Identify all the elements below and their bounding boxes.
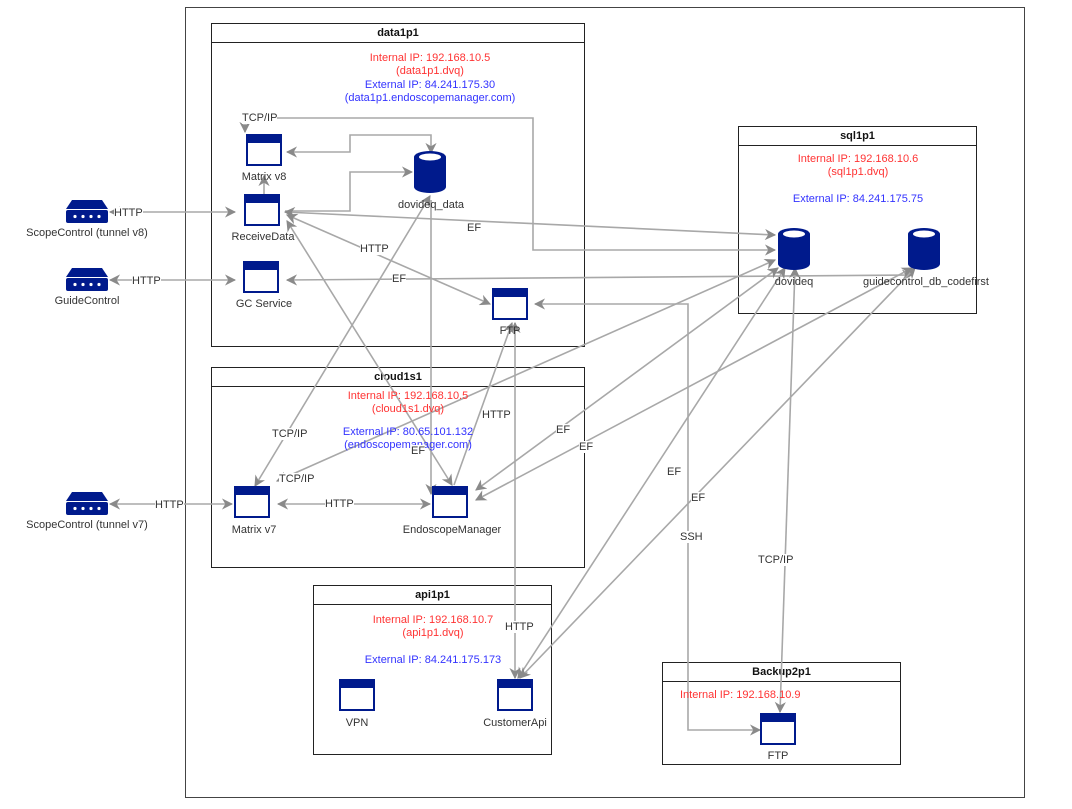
cloud1s1-external-ip: External IP: 80.65.101.132: [342, 426, 474, 438]
api1p1-external-ip: External IP: 84.241.175.173: [364, 654, 502, 666]
node-label: Matrix v7: [231, 524, 277, 536]
edge-label: EF: [411, 445, 426, 457]
router-label-scope-v8: ScopeControl (tunnel v8): [26, 227, 148, 239]
cloud1s1-external-host: (endoscopemanager.com): [344, 439, 472, 451]
router-icon: [66, 268, 108, 291]
edge-dovideqdata-matrixv8[interactable]: [285, 134, 437, 158]
node-label: GC Service: [235, 298, 293, 310]
data1p1-internal-host: (data1p1.dvq): [396, 65, 464, 77]
database-icon: [414, 151, 446, 193]
edge-label: HTTP: [155, 499, 184, 511]
data1p1-external-ip: External IP: 84.241.175.30: [364, 79, 496, 91]
edge-label: EF: [691, 492, 706, 504]
api1p1-internal-host: (api1p1.dvq): [402, 627, 464, 639]
sql1p1-internal-ip: Internal IP: 192.168.10.6: [797, 153, 919, 165]
database-icon: [908, 228, 940, 270]
node-customer-api[interactable]: [497, 679, 533, 711]
db-label-guidecontrol: guidecontrol_db_codefirst: [863, 276, 989, 288]
edge-label: TCP/IP: [279, 473, 315, 485]
sql1p1-external-ip: External IP: 84.241.175.75: [792, 193, 924, 205]
edge-label: TCP/IP: [272, 428, 308, 440]
node-label: EndoscopeManager: [402, 524, 502, 536]
node-matrix-v7[interactable]: [234, 486, 270, 518]
node-vpn[interactable]: [339, 679, 375, 711]
node-label: FTP: [499, 325, 521, 337]
node-label: CustomerApi: [483, 717, 547, 729]
node-label: VPN: [345, 717, 369, 729]
edge-tcpip-matrixv8-dovideq[interactable]: [239, 117, 777, 256]
db-label-dovideq: dovideq: [774, 276, 814, 288]
edge-customerapi-guidedb[interactable]: [519, 267, 916, 679]
edge-label: HTTP: [482, 409, 511, 421]
edge-receivedata-ftp[interactable]: [285, 213, 492, 306]
edge-receivedata-dovideq[interactable]: [283, 206, 777, 241]
group-title: sql1p1: [739, 127, 976, 146]
node-matrix-v8[interactable]: [246, 134, 282, 166]
node-endoscope-manager[interactable]: [432, 486, 468, 518]
edge-label: HTTP: [360, 243, 389, 255]
edge-label: HTTP: [132, 275, 161, 287]
router-label-guide-control: GuideControl: [54, 295, 120, 307]
edge-label: EF: [556, 424, 571, 436]
edge-label: TCP/IP: [758, 554, 794, 566]
node-gc-service[interactable]: [243, 261, 279, 293]
edge-ftp-backup-ssh[interactable]: [533, 298, 762, 736]
router-icon: [66, 200, 108, 223]
node-ftp-backup[interactable]: [760, 713, 796, 745]
router-label-scope-v7: ScopeControl (tunnel v7): [26, 519, 148, 531]
diagram-canvas-frame: [185, 7, 1025, 798]
group-title: data1p1: [212, 24, 584, 43]
cloud1s1-internal-host: (cloud1s1.dvq): [371, 403, 445, 415]
node-receive-data[interactable]: [244, 194, 280, 226]
node-label: Matrix v8: [241, 171, 287, 183]
database-icon: [778, 228, 810, 270]
edge-label: HTTP: [114, 207, 143, 219]
edge-dovideq-backupftp[interactable]: [774, 266, 801, 714]
node-label: ReceiveData: [231, 231, 295, 243]
edge-receivedata-dovideqdata[interactable]: [285, 166, 414, 212]
edge-label: TCP/IP: [242, 112, 278, 124]
data1p1-external-host: (data1p1.endoscopemanager.com): [344, 92, 516, 104]
db-label-dovideq-data: dovideq_data: [397, 199, 465, 211]
edge-label: EF: [467, 222, 482, 234]
data1p1-internal-ip: Internal IP: 192.168.10.5: [369, 52, 491, 64]
group-title: api1p1: [314, 586, 551, 605]
edge-label: EF: [667, 466, 682, 478]
router-icon: [66, 492, 108, 515]
backup2p1-internal-ip: Internal IP: 192.168.10.9: [680, 689, 801, 701]
edge-label: HTTP: [505, 621, 534, 633]
edge-endoscopemanager-guidedb[interactable]: [475, 267, 913, 501]
edge-receivedata-endoscopemanager[interactable]: [286, 220, 453, 486]
edge-label: EF: [579, 441, 594, 453]
edge-label: EF: [392, 273, 407, 285]
sql1p1-internal-host: (sql1p1.dvq): [827, 166, 889, 178]
node-label: FTP: [767, 750, 789, 762]
edge-label: HTTP: [325, 498, 354, 510]
api1p1-internal-ip: Internal IP: 192.168.10.7: [372, 614, 494, 626]
edge-label: SSH: [680, 531, 703, 543]
cloud1s1-internal-ip: Internal IP: 192.168.10.5: [347, 390, 469, 402]
node-ftp-data1p1[interactable]: [492, 288, 528, 320]
edge-customerapi-dovideq[interactable]: [517, 267, 786, 679]
